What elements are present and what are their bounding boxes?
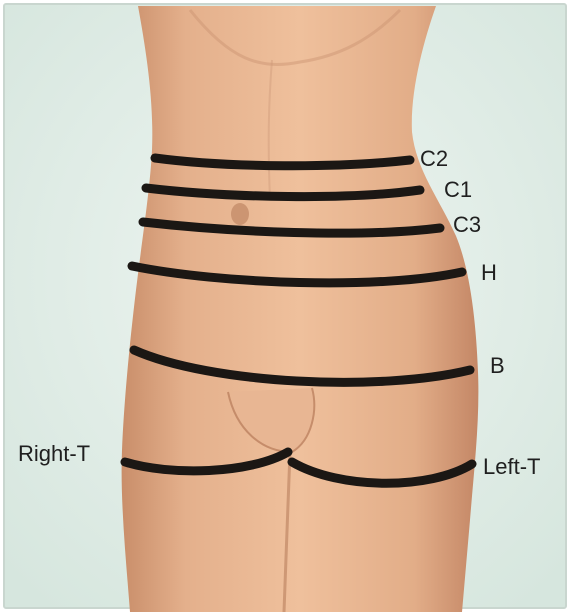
label-c3: C3: [453, 214, 481, 236]
navel: [231, 203, 249, 225]
label-c1: C1: [444, 179, 472, 201]
label-left-t: Left-T: [483, 456, 540, 478]
label-h: H: [481, 262, 497, 284]
label-c2: C2: [420, 148, 448, 170]
label-b: B: [490, 355, 505, 377]
label-right-t: Right-T: [18, 443, 90, 465]
